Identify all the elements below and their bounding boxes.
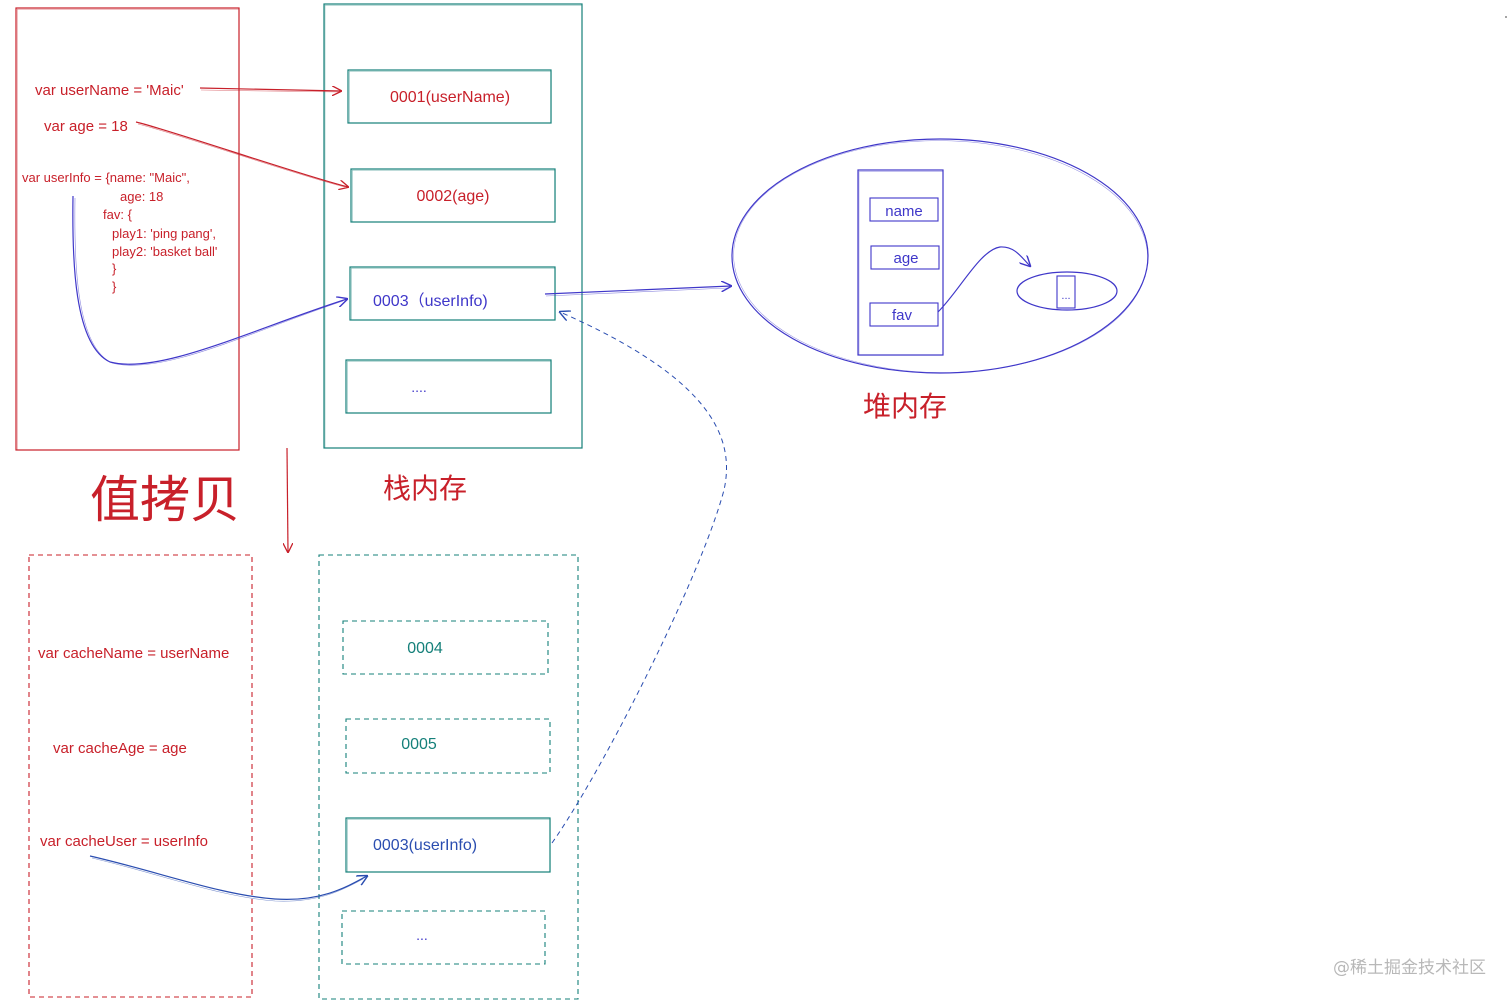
stack-cell-userInfo: 0003（userInfo): [349, 266, 556, 321]
heap-nested-label: ...: [1061, 290, 1070, 302]
arrow-cache-to-userinfo: [551, 312, 727, 844]
stack-cell-age: 0002(age): [350, 168, 556, 223]
arrow-stack-to-heap: [544, 286, 731, 297]
code-box-bottom: var cacheName = userName var cacheAge = …: [28, 554, 253, 998]
code-cachename-line: var cacheName = userName: [38, 645, 229, 662]
code-userinfo-line-3: play1: 'ping pang',: [112, 226, 216, 241]
arrow-cacheuser-to-stack: [89, 855, 367, 902]
stack-cell-age-label: 0002(age): [417, 188, 490, 205]
stack-cell-userName: 0001(userName): [347, 69, 552, 124]
stack-caption: 栈内存: [383, 472, 467, 505]
heap-field-age-label: age: [893, 250, 918, 267]
arrow-fav-to-nested: [937, 246, 1030, 313]
code-userinfo-line-1: age: 18: [120, 189, 163, 204]
code-userinfo-line-4: play2: 'basket ball': [112, 244, 217, 259]
stack-cell-cacheAge-label: 0005: [401, 736, 437, 753]
code-userinfo-line-2: fav: {: [103, 207, 133, 222]
stack-cell-cacheName-label: 0004: [407, 640, 443, 657]
stack-cell-bottom-more-label: ...: [416, 927, 428, 943]
code-age-line: var age = 18: [44, 118, 128, 135]
stack-cell-more: ....: [345, 359, 552, 414]
code-userinfo-line-5: }: [112, 261, 117, 276]
stack-cell-bottom-more: ...: [341, 910, 546, 965]
heap-object-box: [857, 169, 944, 356]
stack-cell-cacheAge: 0005: [345, 718, 551, 774]
code-userinfo-line-0: var userInfo = {name: "Maic",: [22, 170, 190, 185]
stack-cell-more-label: ....: [411, 379, 427, 395]
copy-title: 值拷贝: [90, 471, 240, 529]
stack-box-bottom: 0004 0005 0003(userInfo) ...: [318, 554, 579, 1000]
arrow-age-to-stack: [135, 121, 348, 187]
arrow-userinfo-to-stack: [72, 195, 347, 366]
heap-field-age: age: [870, 245, 940, 270]
stack-cell-cacheName: 0004: [342, 620, 549, 675]
code-userinfo-line-6: }: [112, 279, 117, 294]
heap-nested-object: ...: [1016, 271, 1118, 311]
heap-field-name-label: name: [885, 203, 923, 220]
code-cacheuser-line: var cacheUser = userInfo: [40, 833, 208, 850]
arrow-username-to-stack: [199, 88, 341, 92]
corner-dot: [1505, 16, 1507, 18]
heap-caption: 堆内存: [863, 390, 947, 423]
heap-field-name: name: [869, 197, 939, 222]
code-box-top: var userName = 'Maic' var age = 18 var u…: [15, 7, 240, 451]
code-cacheage-line: var cacheAge = age: [53, 740, 187, 757]
heap-field-fav-label: fav: [892, 307, 913, 324]
stack-box-top: 0001(userName) 0002(age) 0003（userInfo) …: [323, 3, 583, 449]
stack-cell-userInfo-label: 0003（userInfo): [373, 292, 488, 310]
code-username-line: var userName = 'Maic': [35, 82, 184, 99]
stack-cell-cacheUser-label: 0003(userInfo): [373, 837, 477, 854]
heap-memory: name age fav ...: [731, 138, 1149, 374]
stack-cell-cacheUser: 0003(userInfo): [345, 817, 551, 873]
arrow-copy-down: [287, 447, 288, 552]
heap-field-fav: fav: [869, 302, 939, 327]
watermark: @稀土掘金技术社区: [1333, 958, 1486, 978]
stack-cell-userName-label: 0001(userName): [390, 89, 510, 106]
